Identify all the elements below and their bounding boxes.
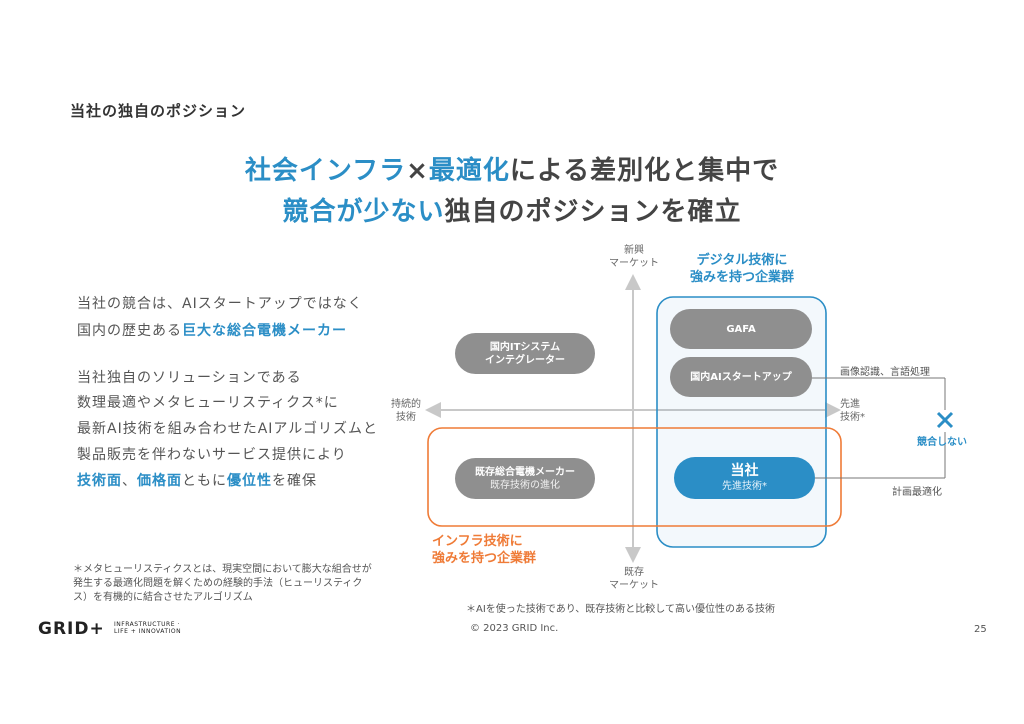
axis-bottom-2: マーケット <box>609 580 659 591</box>
body-emph-adv: 優位性 <box>227 473 272 489</box>
body-line-5: 最新AI技術を組み合わせたAIアルゴリズムと <box>77 421 378 437</box>
pill-domestic-it-label-2: インテグレーター <box>485 354 565 366</box>
axis-top-label: 新興 マーケット <box>597 244 671 270</box>
headline-keyword-less: 競合が少ない <box>282 197 445 227</box>
label-image-language: 画像認識、言語処理 <box>840 367 930 378</box>
axis-bottom-label: 既存 マーケット <box>597 566 671 592</box>
footnote-advanced-tech: ＊AIを使った技術であり、既存技術と比較して高い優位性のある技術 <box>466 604 775 615</box>
no-competition-icon <box>934 410 956 432</box>
digital-group-label-2: 強みを持つ企業群 <box>689 270 794 285</box>
headline-line-2: 競合が少ない独自のポジションを確立 <box>0 191 1024 228</box>
section-title: 当社の独自のポジション <box>70 102 247 120</box>
body-line-2: 国内の歴史ある巨大な総合電機メーカー <box>77 320 347 340</box>
headline-keyword-infra: 社会インフラ <box>244 156 407 186</box>
body-tomoni: ともに <box>182 473 227 489</box>
infra-group-box <box>427 427 842 527</box>
body-comma: 、 <box>122 473 137 489</box>
pill-grid: 当社 先進技術* <box>674 457 815 499</box>
body-line-6: 製品販売を伴わないサービス提供により <box>77 447 347 463</box>
infra-group-label-1: インフラ技術に <box>432 534 523 549</box>
grid-logo: GRID+ <box>38 619 105 639</box>
pill-domestic-it: 国内ITシステム インテグレーター <box>455 333 595 374</box>
pill-grid-label-1: 当社 <box>730 463 759 479</box>
grid-logo-tagline: INFRASTRUCTURE · LIFE + INNOVATION <box>114 621 181 635</box>
axis-left-label: 持続的 技術 <box>382 398 430 424</box>
axis-left-2: 技術 <box>396 412 416 423</box>
grid-logo-tagline-1: INFRASTRUCTURE · <box>114 621 180 628</box>
body-line-2-emphasis: 巨大な総合電機メーカー <box>182 323 347 339</box>
label-plan-optimization: 計画最適化 <box>892 487 942 498</box>
body-line-3: 当社独自のソリューションである <box>77 370 302 386</box>
pill-grid-label-2: 先進技術* <box>722 481 767 492</box>
infra-group-label-2: 強みを持つ企業群 <box>432 551 537 566</box>
pill-gafa: GAFA <box>670 309 812 349</box>
footnote-metaheuristics: ＊メタヒューリスティクスとは、現実空間において膨大な組合せが発生する最適化問題を… <box>73 564 372 603</box>
body-line-2-a: 国内の歴史ある <box>77 323 182 339</box>
axis-top-2: マーケット <box>609 258 659 269</box>
pill-domestic-ai-label: 国内AIスタートアップ <box>690 371 792 383</box>
label-no-competition: 競合しない <box>917 437 967 448</box>
axis-left-1: 持続的 <box>391 399 421 410</box>
axis-bottom-1: 既存 <box>624 567 644 578</box>
axis-right-2: 技術* <box>840 412 865 423</box>
body-secure: を確保 <box>272 473 317 489</box>
headline-times: × <box>406 156 429 186</box>
body-line-1: 当社の競合は、AIスタートアップではなく <box>77 296 363 312</box>
pill-gafa-label: GAFA <box>726 323 756 335</box>
pill-domestic-ai: 国内AIスタートアップ <box>670 357 812 397</box>
body-line-4: 数理最適やメタヒューリスティクス*に <box>77 395 339 411</box>
pill-existing-maker: 既存総合電機メーカー 既存技術の進化 <box>455 458 595 499</box>
body-emph-price: 価格面 <box>137 473 182 489</box>
axis-right-label: 先進 技術* <box>840 398 865 424</box>
axis-right-1: 先進 <box>840 399 860 410</box>
headline-line-1: 社会インフラ×最適化による差別化と集中で <box>0 150 1024 187</box>
axis-top-1: 新興 <box>624 245 644 256</box>
copyright: © 2023 GRID Inc. <box>470 623 559 634</box>
body-line-7: 技術面、価格面ともに優位性を確保 <box>77 470 317 490</box>
headline-rest-1: による差別化と集中で <box>509 156 780 186</box>
pill-domestic-it-label-1: 国内ITシステム <box>489 341 561 353</box>
headline-rest-2: 独自のポジションを確立 <box>444 197 742 227</box>
pill-maker-label-2: 既存技術の進化 <box>490 479 560 491</box>
headline-keyword-opt: 最適化 <box>428 156 510 186</box>
page-number: 25 <box>974 624 987 635</box>
pill-maker-label-1: 既存総合電機メーカー <box>475 466 575 478</box>
digital-group-label-1: デジタル技術に <box>696 253 788 268</box>
digital-group-label: デジタル技術に 強みを持つ企業群 <box>672 252 812 286</box>
grid-logo-tagline-2: LIFE + INNOVATION <box>114 628 182 635</box>
body-emph-tech: 技術面 <box>77 473 122 489</box>
infra-group-label: インフラ技術に 強みを持つ企業群 <box>432 533 536 567</box>
